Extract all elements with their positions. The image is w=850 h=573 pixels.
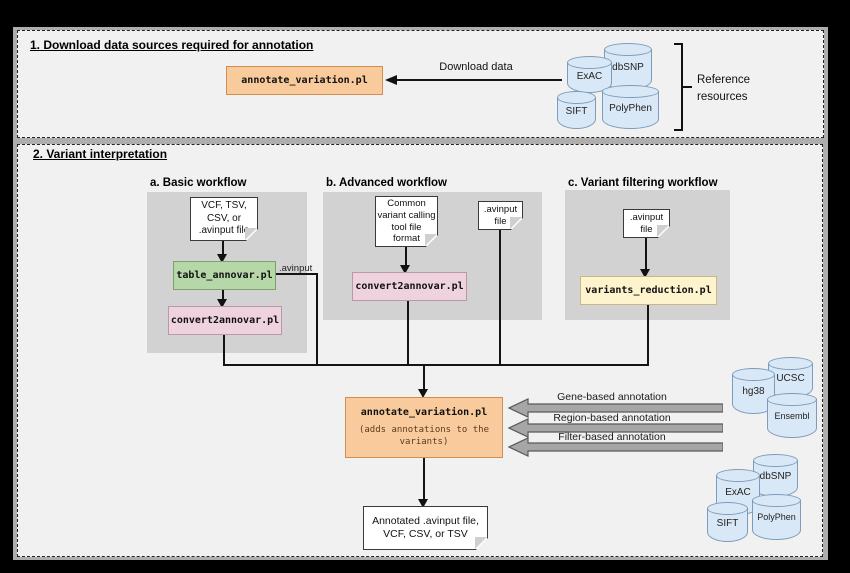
annotate-variation-download-label: annotate_variation.pl <box>241 75 368 86</box>
bus-to-annotator-line <box>423 364 425 390</box>
section-download-data <box>17 30 824 138</box>
table-annovar-label: table_annovar.pl <box>176 270 273 281</box>
cylinder-label: dbSNP <box>612 61 644 73</box>
region-annotation-arrow-icon <box>507 418 723 438</box>
input-doc-advanced: Common variant calling tool file format <box>375 196 438 247</box>
arrow-doc-to-variants-reduction <box>645 238 647 270</box>
convert2annovar-b-box: convert2annovar.pl <box>352 272 467 301</box>
cylinder-label: PolyPhen <box>609 102 652 114</box>
cylinder-label: SIFT <box>565 106 588 118</box>
output-doc-text: Annotated .avinput file, VCF, CSV, or TS… <box>372 514 479 540</box>
database-cylinder-polyphen-s1: PolyPhen <box>602 85 659 129</box>
avinput-edge-label: .avinput <box>279 263 313 274</box>
database-cylinder-hg38: hg38 <box>732 368 775 414</box>
arrowhead-doc-to-table-annovar <box>217 254 227 263</box>
database-cylinder-dbsnp-s2: dbSNP <box>753 454 798 497</box>
cylinder-top <box>707 502 748 515</box>
workflow-a-label: a. Basic workflow <box>150 177 247 189</box>
reference-resources-label: Reference resources <box>697 74 751 103</box>
cylinder-top <box>753 454 798 467</box>
cylinder-top <box>752 494 801 507</box>
avinput-doc-advanced-text: .avinput file <box>483 203 518 227</box>
filter-annotation-label: Filter-based annotation <box>558 431 666 443</box>
avinput-doc-filtering-text: .avinput file <box>629 211 664 235</box>
table-annovar-box: table_annovar.pl <box>173 261 276 290</box>
input-doc-advanced-text: Common variant calling tool file format <box>377 197 436 245</box>
section1-title: 1. Download data sources required for an… <box>30 38 314 52</box>
arrowhead-annotator-to-output <box>418 499 428 508</box>
avinput-edge-line <box>276 273 318 275</box>
database-cylinder-sift-s2: SIFT <box>707 502 748 542</box>
workflow-c-label: c. Variant filtering workflow <box>568 177 718 189</box>
annotator-to-output-line <box>423 458 425 500</box>
arrow-doc-to-table-annovar <box>222 240 224 255</box>
cylinder-label: hg38 <box>742 386 765 398</box>
convert2annovar-a-box: convert2annovar.pl <box>168 306 282 335</box>
convert-a-down-line <box>223 335 225 366</box>
arrow-table-to-convert <box>222 290 224 300</box>
database-cylinder-polyphen-s2: PolyPhen <box>752 494 801 540</box>
arrowhead-doc-to-convert-b <box>400 265 410 274</box>
cylinder-top <box>602 85 659 98</box>
cylinder-top <box>767 393 817 406</box>
arrow-doc-to-convert-b <box>405 247 407 266</box>
cylinder-top <box>567 56 612 69</box>
cylinder-label: SIFT <box>716 518 739 529</box>
convert2annovar-a-label: convert2annovar.pl <box>170 315 280 326</box>
cylinder-top <box>557 91 596 104</box>
download-arrow-line <box>396 79 562 81</box>
arrowhead-doc-to-variants-reduction <box>640 269 650 278</box>
region-annotation-label: Region-based annotation <box>553 412 671 424</box>
output-doc: Annotated .avinput file, VCF, CSV, or TS… <box>363 506 488 550</box>
database-cylinder-sift-s1: SIFT <box>557 91 596 129</box>
convert-b-down-line <box>407 301 409 366</box>
gene-annotation-label: Gene-based annotation <box>557 391 667 403</box>
arrowhead-bus-to-annotator <box>418 389 428 398</box>
variants-reduction-box: variants_reduction.pl <box>580 276 717 305</box>
workflow-b-label: b. Advanced workflow <box>326 177 447 189</box>
section2-title: 2. Variant interpretation <box>33 147 168 161</box>
variants-reduction-label: variants_reduction.pl <box>585 285 712 296</box>
input-doc-basic-text: VCF, TSV, CSV, or .avinput file <box>198 200 250 237</box>
cylinder-label: dbSNP <box>759 471 792 483</box>
cylinder-label: Ensembl <box>774 411 810 421</box>
avinput-edge-vline <box>316 273 318 366</box>
avinput-b-down-line <box>499 230 501 366</box>
annotate-variation-note: (adds annotations to the variants) <box>358 424 490 447</box>
cylinder-top <box>716 469 760 482</box>
download-arrowhead <box>385 75 397 85</box>
annotate-variation-download-box: annotate_variation.pl <box>226 66 383 95</box>
avinput-doc-advanced: .avinput file <box>478 201 523 230</box>
reference-bracket <box>674 43 683 131</box>
annotate-variation-main-box: annotate_variation.pl (adds annotations … <box>345 397 503 458</box>
merge-bus-line <box>223 364 649 366</box>
filter-annotation-arrow-icon <box>507 437 723 457</box>
cylinder-label: ExAC <box>725 487 751 499</box>
database-cylinder-ensembl: Ensembl <box>767 393 817 438</box>
download-data-label: Download data <box>439 61 513 73</box>
cylinder-top <box>604 43 652 56</box>
cylinder-top <box>732 368 775 381</box>
avinput-doc-filtering: .avinput file <box>623 209 670 238</box>
cylinder-label: ExAC <box>576 70 603 82</box>
reference-bracket-nub <box>683 86 692 88</box>
cylinder-label: PolyPhen <box>757 512 796 523</box>
cylinder-label: UCSC <box>776 373 805 385</box>
arrowhead-table-to-convert <box>217 299 227 308</box>
variants-reduction-down-line <box>647 305 649 366</box>
annotate-variation-main-label: annotate_variation.pl <box>360 406 488 418</box>
input-doc-basic: VCF, TSV, CSV, or .avinput file <box>190 197 258 241</box>
cylinder-top <box>768 357 813 370</box>
gene-annotation-arrow-icon <box>507 398 723 418</box>
convert2annovar-b-label: convert2annovar.pl <box>355 281 464 292</box>
